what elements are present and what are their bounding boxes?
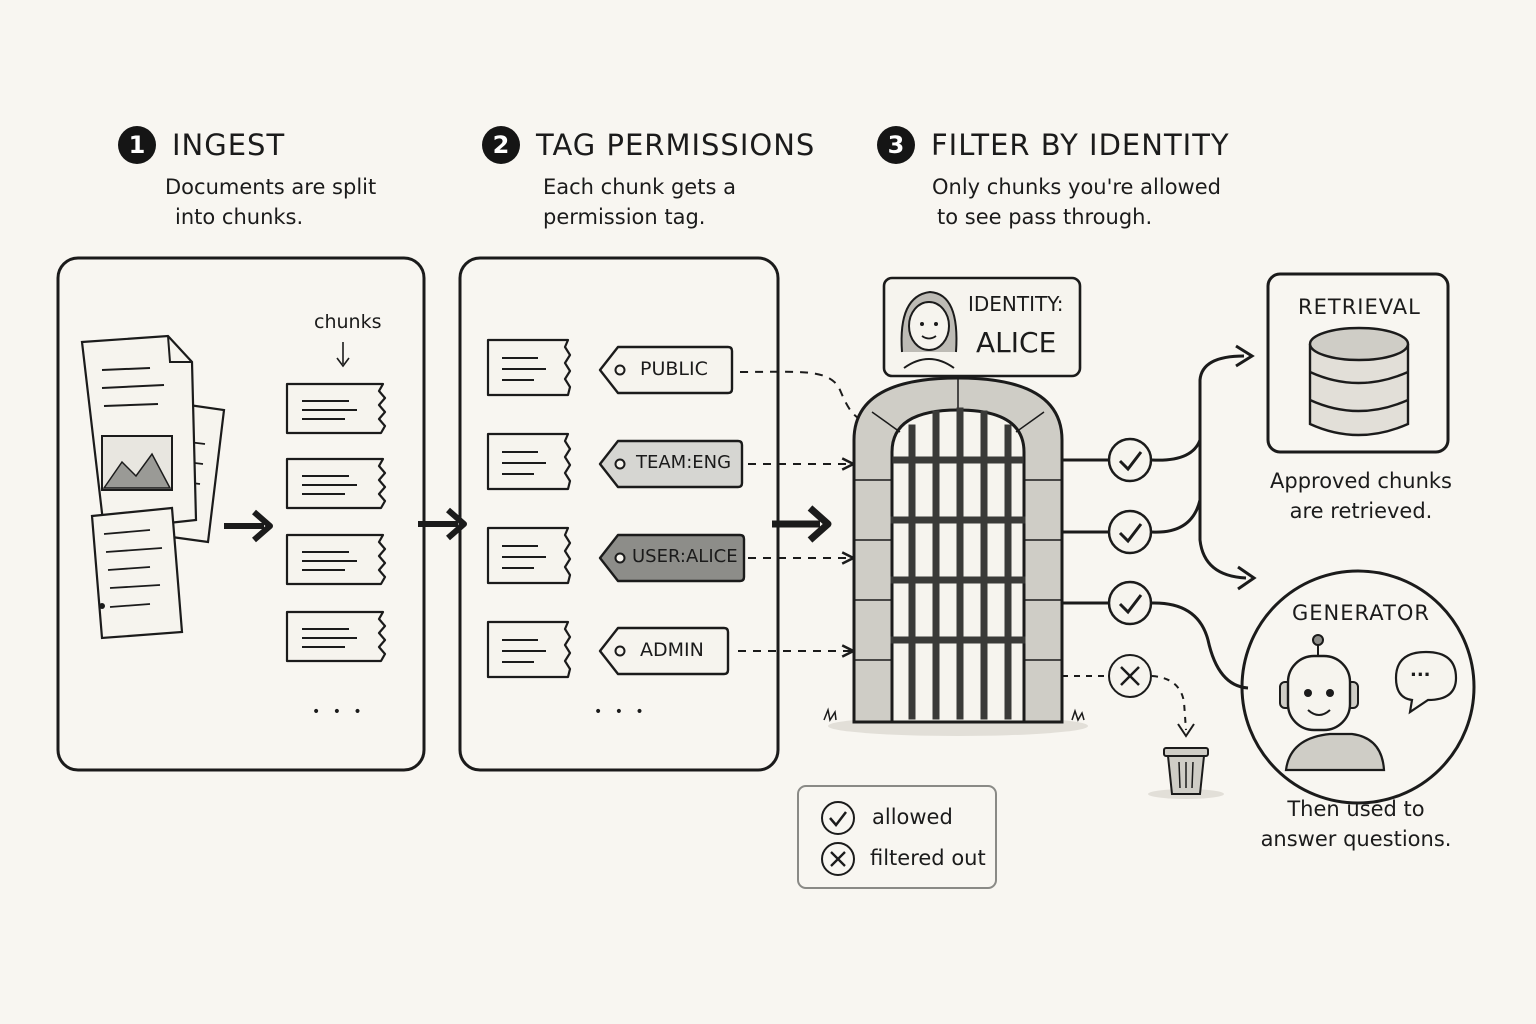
chunk-list bbox=[285, 382, 387, 663]
trash-icon bbox=[1148, 747, 1224, 799]
ingest-panel bbox=[56, 256, 426, 772]
step-1-header: 1 INGEST bbox=[118, 126, 285, 164]
documents-icon bbox=[80, 334, 226, 640]
legend-allowed-label: allowed bbox=[872, 805, 953, 829]
permission-tag bbox=[598, 626, 730, 676]
step-2-number: 2 bbox=[482, 126, 520, 164]
generator-title: GENERATOR bbox=[1292, 601, 1430, 625]
legend-filtered-label: filtered out bbox=[870, 846, 986, 870]
retrieval-box bbox=[1266, 272, 1450, 454]
step-1-description: Documents are split into chunks. bbox=[165, 175, 377, 229]
legend-x-icon bbox=[821, 842, 855, 876]
tag-label-public: PUBLIC bbox=[640, 358, 708, 380]
step-3-description: Only chunks you're allowed to see pass t… bbox=[932, 175, 1221, 229]
retrieval-caption: Approved chunks are retrieved. bbox=[1270, 469, 1452, 523]
tag-hole-icon bbox=[614, 552, 626, 564]
tag-label-user-alice: USER:ALICE bbox=[632, 546, 738, 567]
user-avatar-icon bbox=[900, 290, 958, 369]
step-2-title: TAG PERMISSIONS bbox=[536, 128, 816, 162]
speech-bubble-icon bbox=[1394, 650, 1458, 715]
tag-hole-icon bbox=[614, 645, 626, 657]
step-2-description: Each chunk gets a permission tag. bbox=[543, 175, 736, 229]
tagged-chunks bbox=[486, 338, 572, 679]
robot-icon bbox=[1279, 634, 1386, 772]
step-3-number: 3 bbox=[877, 126, 915, 164]
permission-tags bbox=[598, 345, 746, 676]
allowed-check-icon bbox=[1107, 509, 1153, 555]
tag-panel bbox=[458, 256, 780, 772]
chunks-label: chunks bbox=[314, 311, 382, 333]
generator-caption: Then used to answer questions. bbox=[1260, 797, 1452, 851]
tag-label-team-eng: TEAM:ENG bbox=[636, 452, 732, 473]
identity-label: IDENTITY: bbox=[968, 292, 1064, 316]
allowed-check-icon bbox=[1107, 437, 1153, 483]
permission-tag bbox=[598, 533, 746, 583]
step-1-title: INGEST bbox=[172, 128, 286, 162]
permission-tag bbox=[598, 345, 734, 395]
tags-ellipsis: • • • bbox=[594, 704, 648, 720]
generator-circle bbox=[1240, 569, 1476, 805]
gate-outputs bbox=[1062, 344, 1257, 738]
step-3-header: 3 FILTER BY IDENTITY bbox=[877, 126, 1230, 164]
identity-gate bbox=[828, 376, 1088, 736]
step-3-title: FILTER BY IDENTITY bbox=[931, 128, 1230, 162]
tag-hole-icon bbox=[614, 364, 626, 376]
database-icon bbox=[1308, 326, 1410, 437]
tag-label-admin: ADMIN bbox=[640, 639, 704, 661]
allowed-check-icon bbox=[1107, 580, 1153, 626]
step-1-number: 1 bbox=[118, 126, 156, 164]
chunks-ellipsis: • • • bbox=[312, 704, 366, 720]
tag-hole-icon bbox=[614, 458, 626, 470]
permission-tag bbox=[598, 439, 744, 489]
filtered-x-icon bbox=[1108, 654, 1152, 698]
legend-box bbox=[797, 785, 997, 889]
legend-check-icon bbox=[821, 801, 855, 835]
retrieval-title: RETRIEVAL bbox=[1298, 295, 1421, 319]
speech-bubble-text: ... bbox=[1410, 660, 1431, 681]
step-2-header: 2 TAG PERMISSIONS bbox=[482, 126, 815, 164]
identity-name: ALICE bbox=[976, 326, 1057, 359]
